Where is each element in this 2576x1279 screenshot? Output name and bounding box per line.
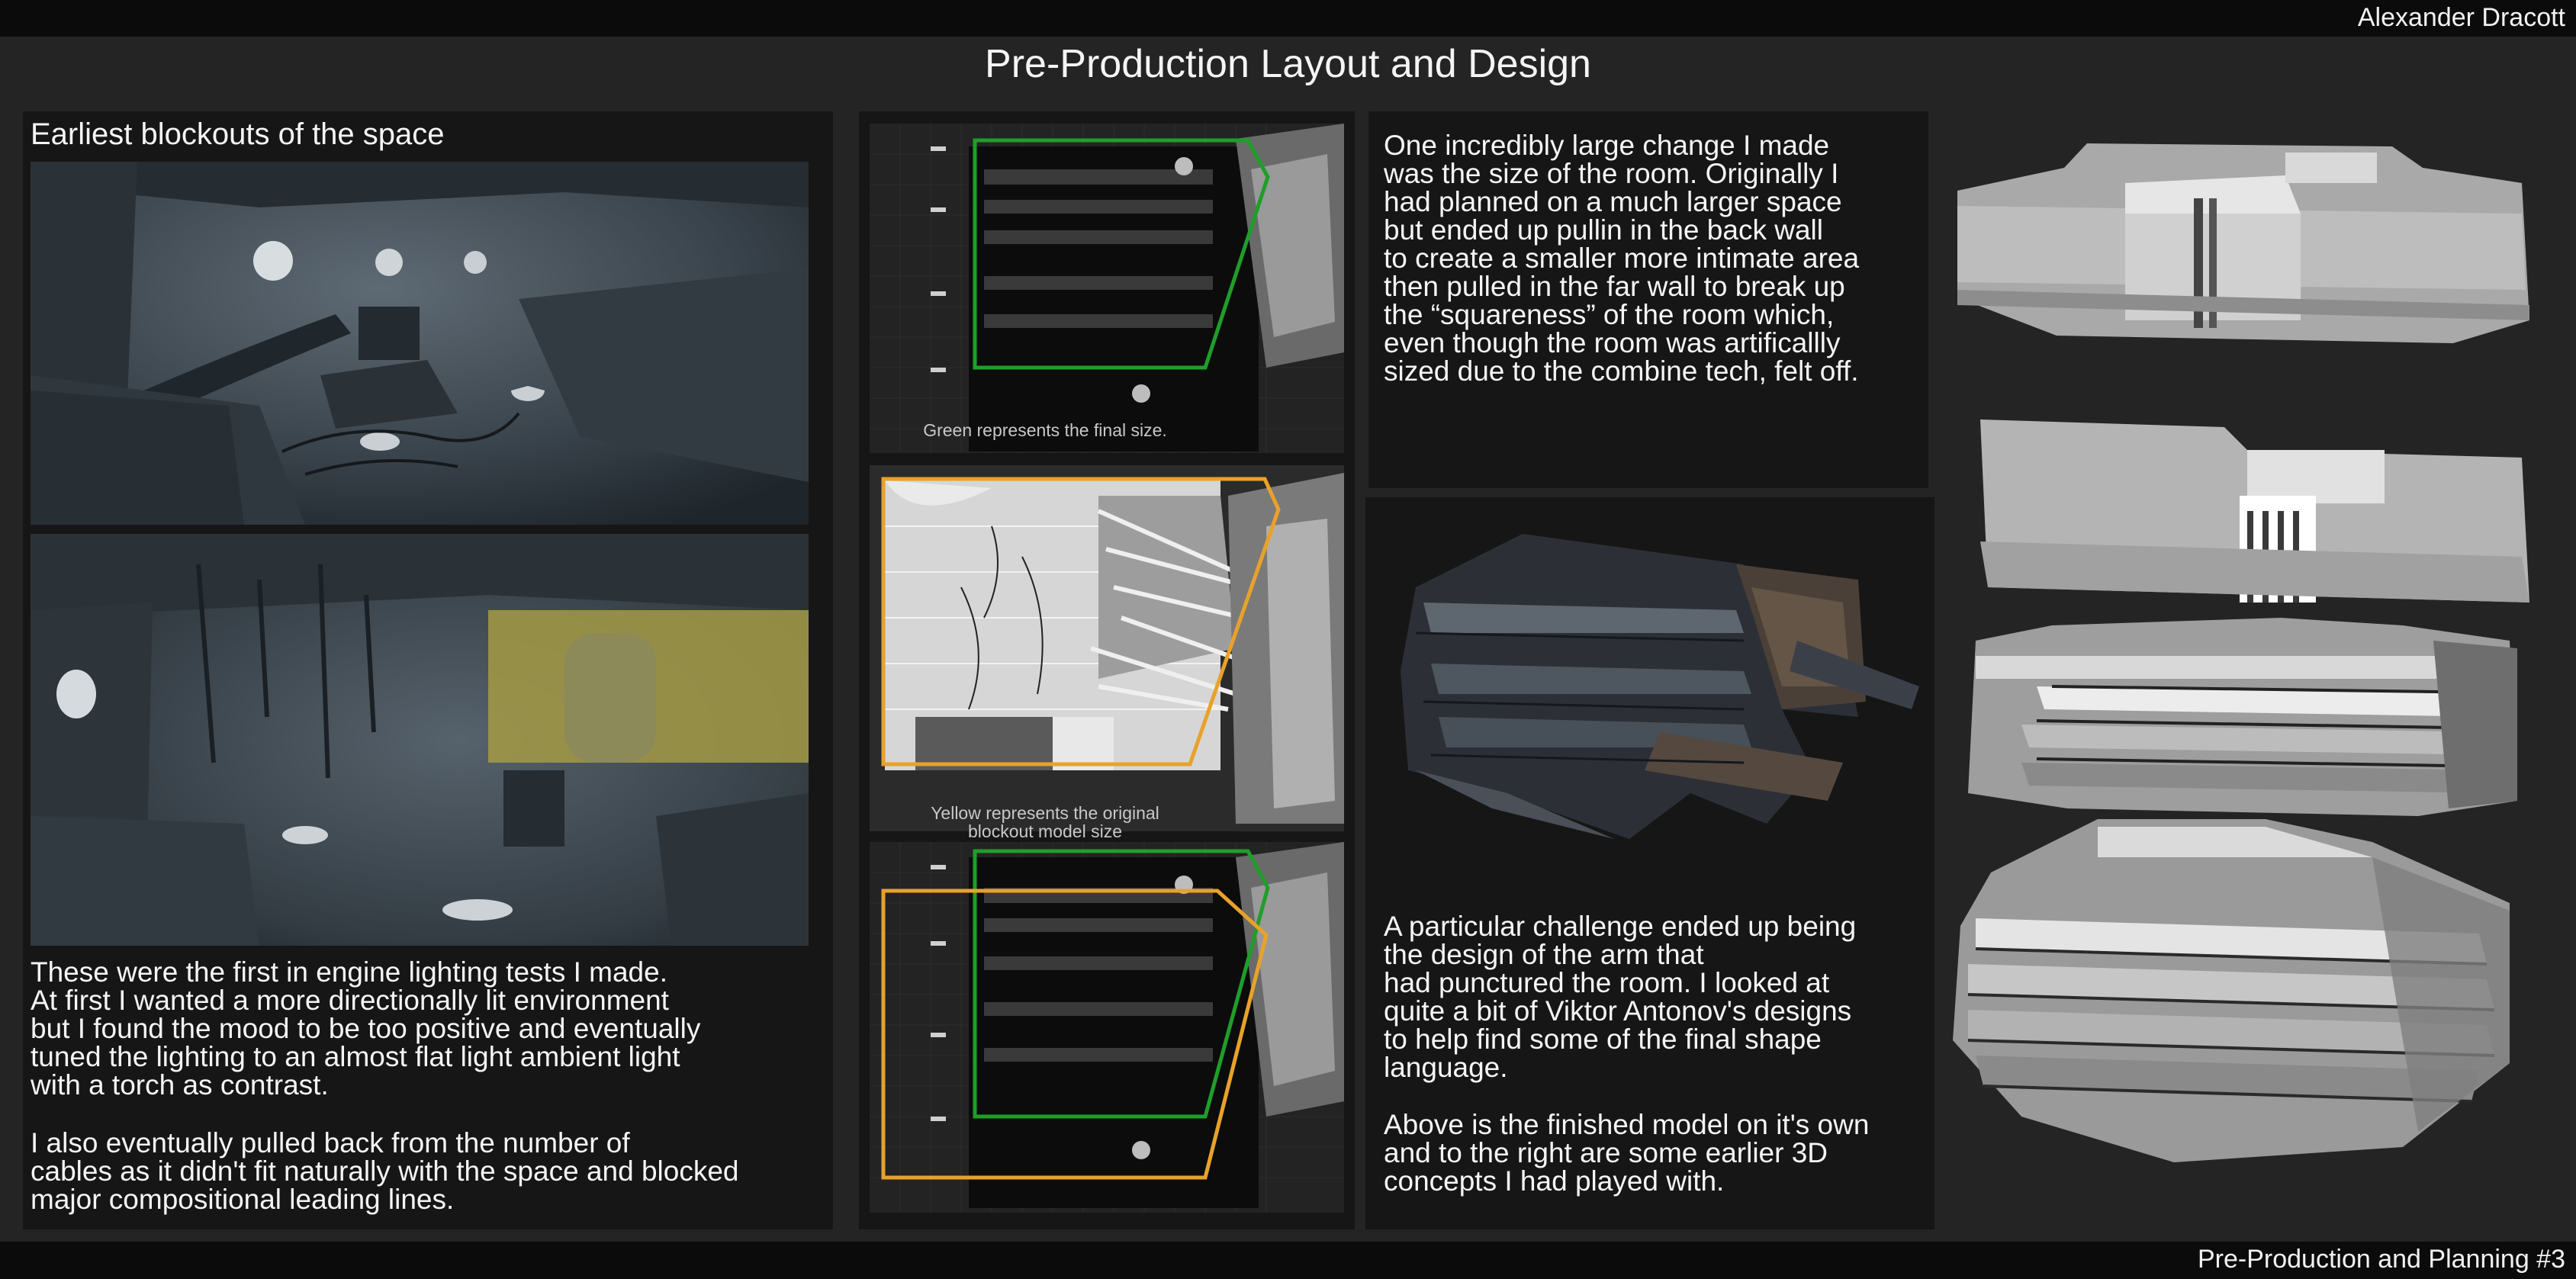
concept-model-3 — [1960, 610, 2525, 824]
arm-design-paragraph-2: Above is the finished model on it's own … — [1384, 1109, 1870, 1197]
left-panel-heading: Earliest blockouts of the space — [31, 117, 445, 151]
room-size-paragraph: One incredibly large change I made was t… — [1384, 130, 1860, 387]
author-name: Alexander Dracott — [2357, 3, 2565, 32]
top-bar — [0, 0, 2576, 37]
bottom-bar — [0, 1242, 2576, 1279]
arm-design-paragraph-1: A particular challenge ended up being th… — [1384, 911, 1857, 1083]
layout-map-original-size — [870, 465, 1344, 831]
layout-map-size-comparison — [870, 842, 1344, 1213]
caption-yellow-original-size: Yellow represents the original blockout … — [931, 803, 1159, 841]
concept-model-4 — [1945, 811, 2525, 1162]
left-paragraph-1: These were the first in engine lighting … — [31, 956, 701, 1101]
caption-green-final-size: Green represents the final size. — [923, 420, 1167, 440]
page-title: Pre-Production Layout and Design — [985, 42, 1591, 86]
footer-label: Pre-Production and Planning #3 — [2198, 1245, 2565, 1274]
blockout-render-2 — [31, 534, 809, 946]
left-paragraph-2: I also eventually pulled back from the n… — [31, 1127, 739, 1215]
concept-model-2 — [1973, 412, 2537, 603]
room-size-text-panel — [1368, 111, 1928, 488]
layout-map-final-size — [870, 124, 1344, 453]
concept-model-1 — [1950, 137, 2537, 358]
finished-arm-model — [1385, 519, 1919, 847]
blockout-render-1 — [31, 162, 809, 525]
